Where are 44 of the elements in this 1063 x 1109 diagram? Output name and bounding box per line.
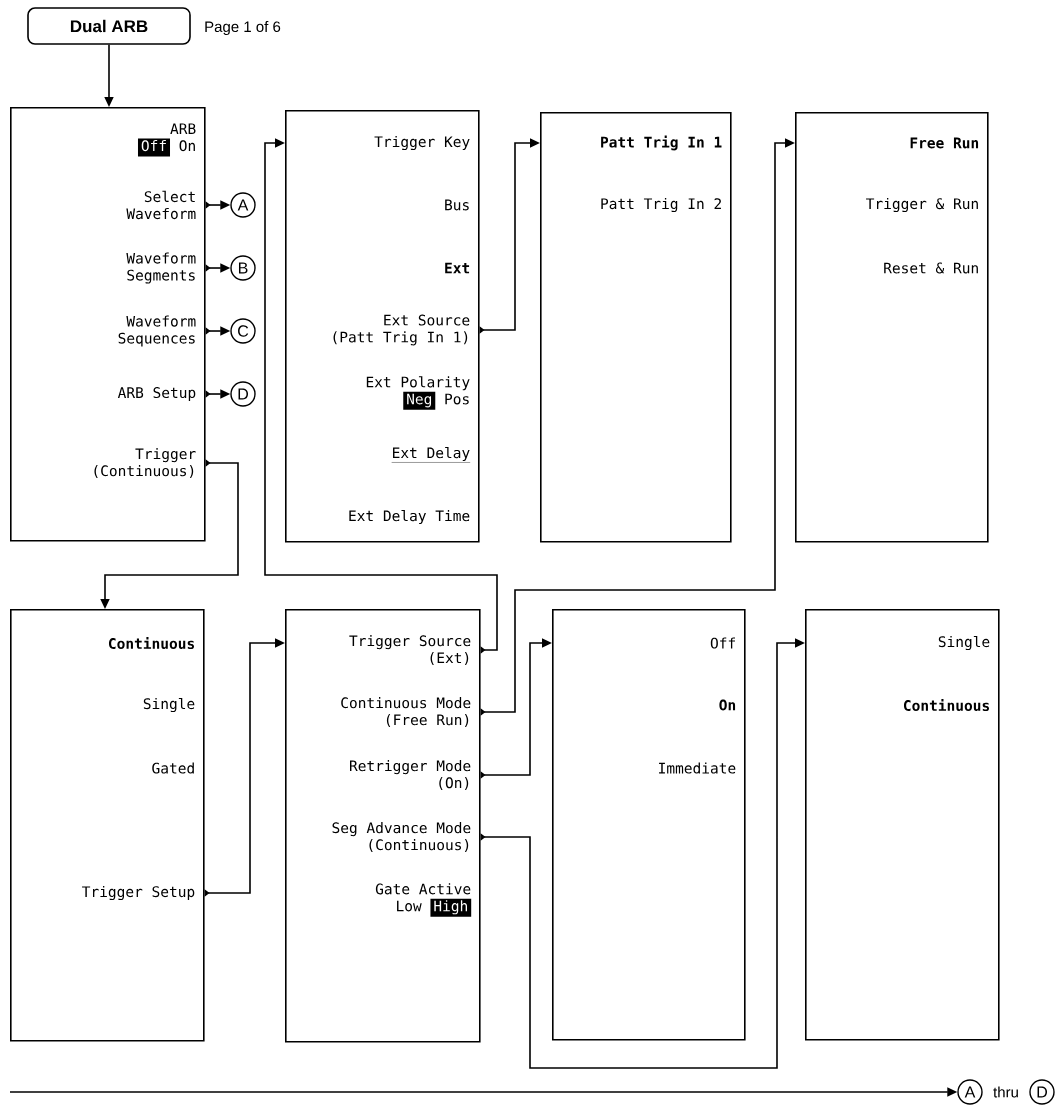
softkey-label: ARB Off On bbox=[138, 123, 196, 157]
softkey-label: On bbox=[719, 699, 736, 711]
softkey-label: Patt Trig In 2 bbox=[601, 197, 721, 213]
softkey-label: Seg Advance Mode (Continuous) bbox=[332, 822, 471, 852]
softkey-label: Trigger Source (Ext) bbox=[349, 635, 471, 665]
softkey-label: Immediate bbox=[659, 762, 736, 774]
softkey-label: Continuous bbox=[109, 637, 194, 649]
softkey-label: Bus bbox=[445, 199, 469, 211]
softkey-label: Ext Polarity Neg Pos bbox=[366, 376, 470, 410]
menu-panel bbox=[10, 107, 206, 542]
menu-panel bbox=[805, 609, 1000, 1041]
menu-panel bbox=[285, 609, 481, 1043]
page-label: Page 1 of 6 bbox=[205, 21, 281, 35]
softkey-label: Ext Source (Patt Trig In 1) bbox=[333, 314, 470, 346]
softkey-label: Select Waveform bbox=[126, 190, 196, 220]
softkey-label: Trigger (Continuous) bbox=[94, 448, 196, 478]
softkey-label: ARB Setup bbox=[117, 387, 196, 401]
menu-panel bbox=[285, 110, 480, 543]
softkey-label: Continuous Mode (Free Run) bbox=[341, 697, 471, 727]
softkey-label: Off bbox=[710, 637, 735, 649]
softkey-label: Ext Delay bbox=[391, 446, 471, 463]
label-text: thru bbox=[993, 1086, 1018, 1098]
softkey-label: Single bbox=[938, 635, 990, 651]
softkey-label: Waveform Sequences bbox=[118, 315, 196, 347]
menu-panel bbox=[552, 609, 746, 1041]
softkey-label: Free Run bbox=[910, 137, 979, 149]
softkey-label: Continuous bbox=[904, 699, 989, 711]
softkey-label: Ext Delay Time bbox=[349, 509, 470, 525]
menu-panel bbox=[540, 112, 732, 543]
arrow bbox=[264, 138, 498, 654]
softkey-label: Gate Active Low High bbox=[375, 883, 472, 917]
softkey-label: Trigger Setup bbox=[82, 885, 195, 901]
softkey-label: Gated bbox=[152, 762, 194, 774]
softkey-label: Trigger Key bbox=[374, 135, 470, 151]
menu-panel bbox=[795, 112, 989, 543]
softkey-label: Patt Trig In 1 bbox=[601, 135, 722, 151]
softkey-label: Waveform Segments bbox=[126, 252, 196, 284]
softkey-label: Trigger & Run bbox=[866, 197, 978, 213]
softkey-label: Single bbox=[143, 697, 195, 713]
softkey-label: Retrigger Mode (On) bbox=[350, 760, 471, 790]
menu-panel bbox=[10, 609, 205, 1042]
softkey-label: Reset & Run bbox=[884, 262, 978, 274]
softkey-label: Ext bbox=[445, 262, 470, 274]
hardkey-box: Dual ARB bbox=[27, 7, 191, 45]
